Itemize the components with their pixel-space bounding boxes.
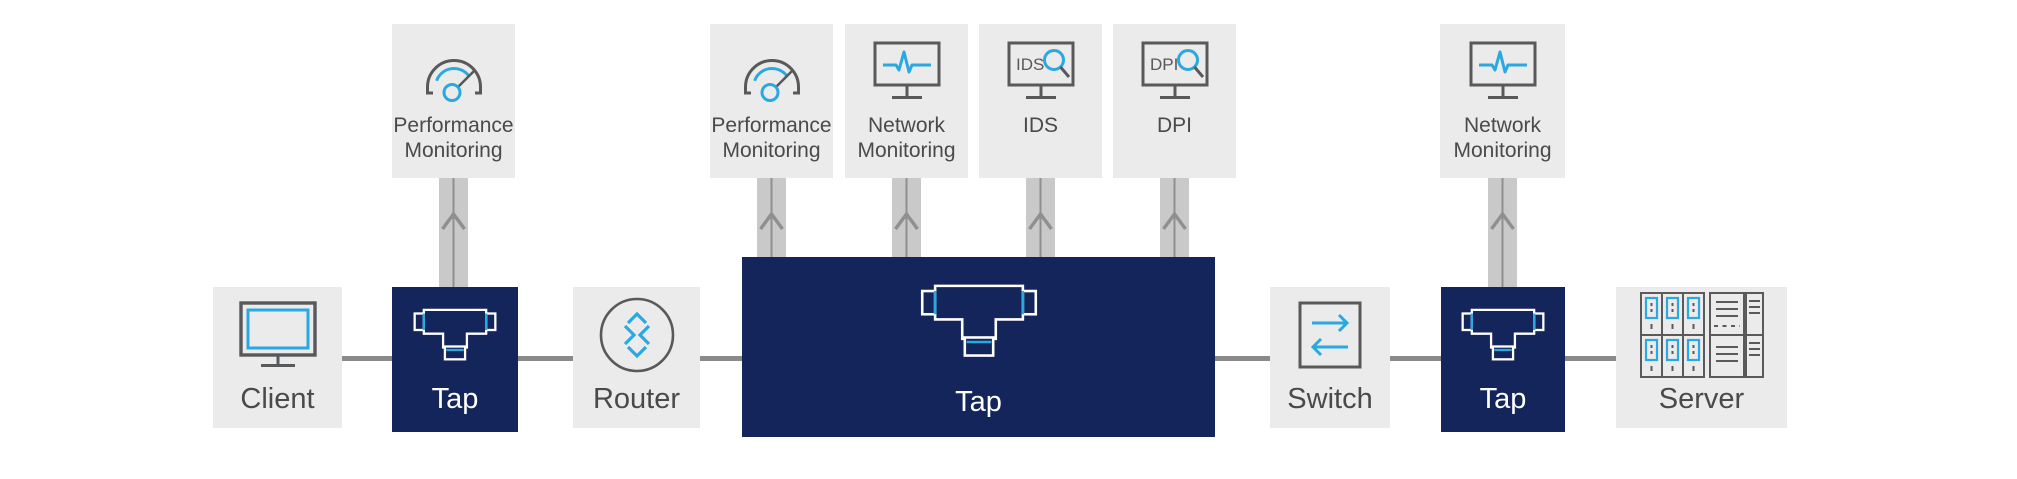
- link-tap-server: [1565, 356, 1616, 361]
- gauge-icon: [418, 24, 490, 114]
- link-tap-router: [518, 356, 573, 361]
- link-client-tap: [342, 356, 392, 361]
- node-tap-1: Tap: [392, 287, 518, 432]
- node-label: Client: [240, 383, 315, 415]
- node-label: Router: [592, 383, 681, 415]
- monitor-box-performance-monitoring-1: Performance Monitoring: [392, 24, 515, 178]
- upward-arrow-connector: [1160, 178, 1189, 257]
- node-router: Router: [573, 287, 700, 428]
- tap-icon: [1441, 287, 1565, 383]
- upward-arrow-connector: [439, 178, 468, 287]
- node-label: Tap: [1479, 383, 1527, 415]
- pulse-monitor-icon: [1469, 24, 1537, 114]
- monitor-label: IDS: [1022, 114, 1058, 137]
- node-label: Tap: [431, 383, 479, 415]
- node-tap-2: Tap: [1441, 287, 1565, 432]
- monitor-box-performance-monitoring-2: Performance Monitoring: [710, 24, 833, 178]
- monitor-label: Network Monitoring: [1453, 114, 1552, 162]
- monitor-box-dpi: DPI DPI: [1113, 24, 1236, 178]
- upward-arrow-connector: [1026, 178, 1055, 257]
- node-label: Switch: [1287, 383, 1373, 415]
- monitor-box-ids: IDS IDS: [979, 24, 1102, 178]
- monitor-label: Performance Monitoring: [393, 114, 514, 162]
- link-switch-tap: [1390, 356, 1441, 361]
- tap-icon: [392, 287, 518, 383]
- upward-arrow-connector: [757, 178, 786, 257]
- router-icon: [573, 287, 700, 383]
- node-tap-main: Tap: [742, 257, 1215, 437]
- screen-text: DPI: [1150, 55, 1178, 74]
- monitor-box-network-monitoring-2: Network Monitoring: [1440, 24, 1565, 178]
- client-monitor-icon: [213, 287, 342, 383]
- magnifier-monitor-icon: DPI: [1141, 24, 1209, 114]
- tap-icon: [742, 257, 1215, 386]
- pulse-monitor-icon: [873, 24, 941, 114]
- node-label: Tap: [955, 386, 1002, 418]
- magnifier-monitor-icon: IDS: [1007, 24, 1075, 114]
- link-tap-switch: [1215, 356, 1270, 361]
- gauge-icon: [736, 24, 808, 114]
- monitor-box-network-monitoring-1: Network Monitoring: [845, 24, 968, 178]
- monitor-label: Performance Monitoring: [711, 114, 832, 162]
- screen-text: IDS: [1016, 55, 1044, 74]
- server-rack-icon: [1616, 287, 1787, 383]
- monitor-label: DPI: [1156, 114, 1192, 137]
- link-router-tap: [700, 356, 742, 361]
- upward-arrow-connector: [892, 178, 921, 257]
- node-switch: Switch: [1270, 287, 1390, 428]
- upward-arrow-connector: [1488, 178, 1517, 287]
- node-client: Client: [213, 287, 342, 428]
- switch-icon: [1270, 287, 1390, 383]
- node-server: Server: [1616, 287, 1787, 428]
- node-label: Server: [1658, 383, 1745, 415]
- monitor-label: Network Monitoring: [857, 114, 956, 162]
